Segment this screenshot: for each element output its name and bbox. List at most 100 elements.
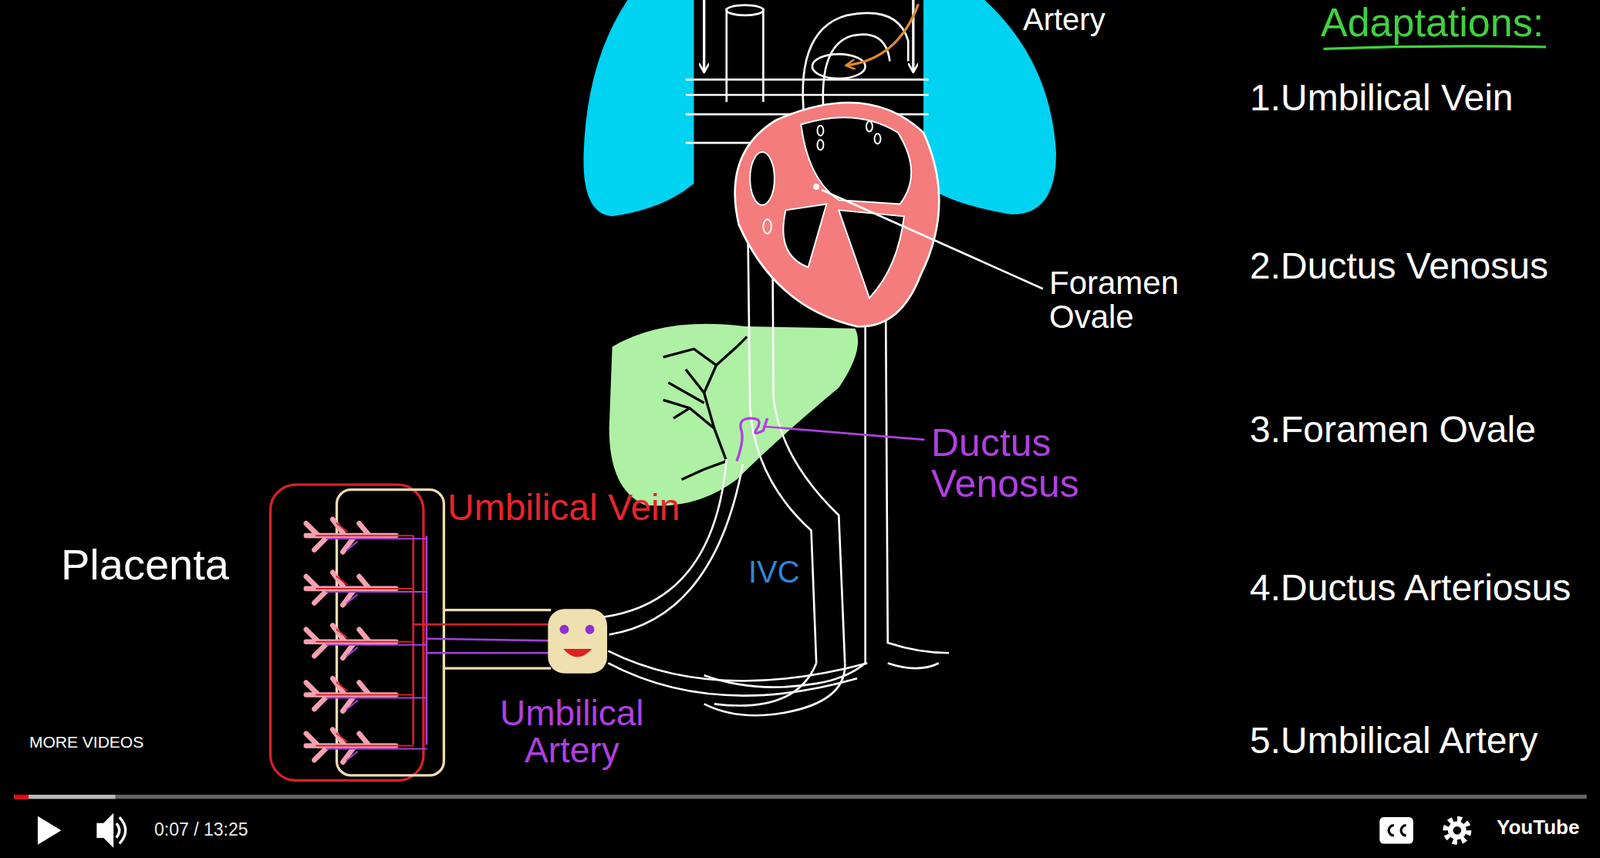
hepatic-branches (736, 336, 747, 347)
fetus-face (585, 624, 595, 635)
fetus-face (563, 648, 592, 658)
placental-villus (326, 538, 427, 551)
fetus-face (547, 608, 608, 673)
placenta (425, 535, 429, 745)
heart (874, 133, 882, 144)
structure-label: Ductus Venosus (931, 422, 1080, 504)
aorta (864, 316, 867, 664)
volume-icon (116, 823, 120, 838)
video-time: 0:07 / 13:25 (154, 819, 249, 840)
pointer-arrow (847, 3, 919, 65)
direction-arrow (702, 0, 706, 72)
organ-label: Placenta (60, 540, 230, 590)
placental-villus (306, 625, 427, 659)
vessel-label: Artery (1022, 1, 1106, 38)
placental-villus (306, 519, 427, 763)
umbilical-vein (601, 459, 726, 618)
direction-arrow (911, 0, 915, 72)
placenta (443, 666, 551, 669)
hepatic-branches (681, 461, 727, 480)
volume-icon (119, 816, 126, 844)
aorta (714, 662, 817, 706)
hepatic-branches (704, 347, 737, 394)
captions-icon (1388, 825, 1395, 836)
heart (749, 151, 775, 206)
placenta (336, 489, 444, 776)
placenta (411, 535, 415, 745)
placental-villus (316, 629, 414, 642)
heart (735, 102, 940, 327)
heart (800, 117, 912, 204)
list-item: 4.Ductus Arteriosus (1249, 566, 1571, 609)
leader-line (762, 426, 925, 440)
volume-icon (97, 816, 126, 845)
umbilical-artery (607, 651, 868, 696)
lung (583, 0, 694, 217)
pulmonary-vessels (685, 78, 929, 82)
fetus-face (560, 624, 570, 635)
umbilical-artery (607, 651, 868, 682)
placental-villus (306, 729, 427, 762)
liver (609, 324, 858, 507)
video-progress-bar (14, 794, 1587, 799)
pulmonary-vessels (762, 8, 765, 103)
placental-villus (316, 576, 414, 589)
placenta (413, 623, 552, 626)
settings-icon (1445, 819, 1469, 842)
list-item: 3.Foramen Ovale (1249, 408, 1536, 451)
placental-villus (306, 519, 427, 552)
hepatic-branches (663, 336, 747, 480)
video-progress-bar (14, 794, 1587, 799)
heart (816, 125, 824, 136)
player-logo: YouTube (1496, 816, 1580, 840)
pulmonary-vessels (685, 94, 929, 97)
ductus-venosus (736, 418, 768, 462)
pulmonary-vessels (726, 5, 764, 16)
placental-villus (326, 591, 427, 604)
heart (735, 102, 940, 327)
leader-line (821, 189, 1044, 289)
umbilical-vein (601, 459, 743, 635)
placenta (443, 608, 551, 611)
aorta (887, 662, 939, 669)
heart (783, 203, 827, 267)
settings-icon (1445, 819, 1469, 842)
overlay-button-text: MORE VIDEOS (29, 732, 144, 752)
pulmonary-vessels (725, 8, 728, 103)
video-progress-bar (14, 794, 30, 799)
list-item: 2.Ductus Venosus (1249, 244, 1549, 287)
list-item: 5.Umbilical Artery (1249, 718, 1538, 762)
placental-villus (306, 572, 427, 605)
placental-villus (316, 523, 414, 536)
placental-villus (316, 733, 414, 746)
heart (813, 183, 820, 190)
direction-arrow (704, 0, 914, 72)
heart (762, 219, 772, 234)
hepatic-branches (663, 399, 727, 461)
heart (866, 121, 873, 132)
hepatic-branches (668, 382, 704, 403)
captions-icon (1400, 825, 1407, 836)
placenta (426, 651, 551, 655)
vessel-label: Umbilical Artery (499, 694, 645, 770)
captions-icon (1379, 816, 1414, 844)
placental-villus (326, 697, 427, 709)
list-heading: Adaptations: (1320, 0, 1544, 47)
heading-underline (1323, 46, 1546, 50)
placental-villus (326, 749, 427, 761)
vessel-label: IVC (748, 553, 800, 590)
pulmonary-vessels (812, 54, 866, 79)
hepatic-branches (673, 408, 690, 419)
structure-label: Foramen Ovale (1049, 266, 1179, 335)
aorta (704, 306, 949, 716)
settings-icon (1448, 820, 1467, 840)
volume-icon (97, 816, 113, 845)
fetus-face (547, 608, 608, 673)
settings-icon (1453, 826, 1462, 835)
placenta (270, 484, 552, 780)
video-progress-bar (14, 794, 116, 799)
aorta (704, 662, 846, 716)
play-icon (37, 816, 61, 845)
heart (816, 139, 824, 150)
